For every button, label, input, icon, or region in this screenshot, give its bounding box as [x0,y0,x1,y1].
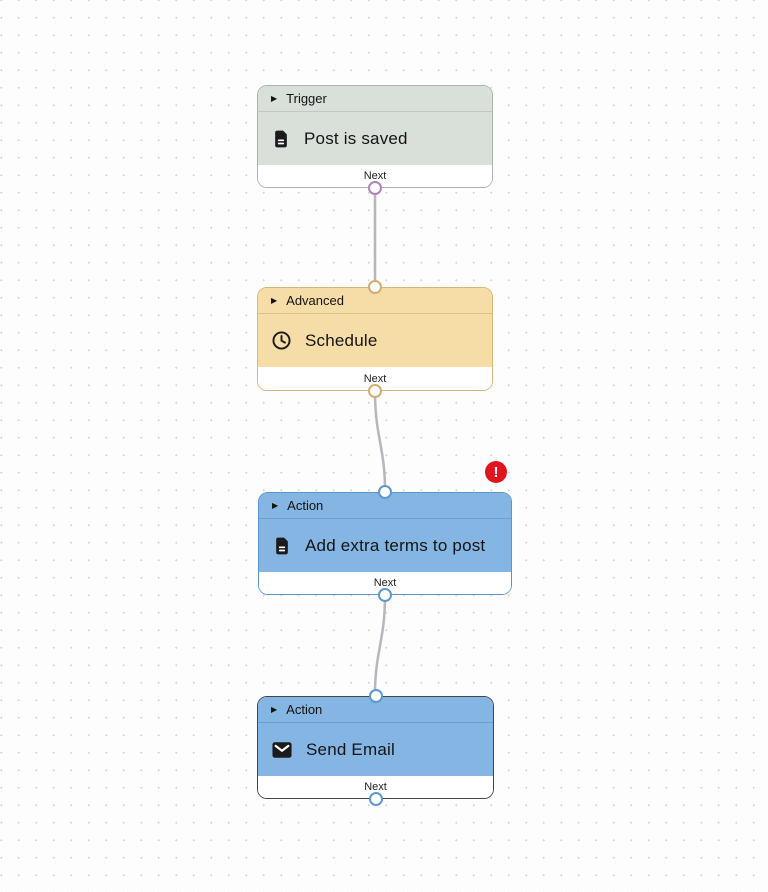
output-port[interactable] [368,384,382,398]
clock-icon [272,331,291,350]
input-port[interactable] [368,689,383,703]
error-glyph: ! [493,463,499,481]
node-trigger-post-is-saved[interactable]: ▶ Trigger Post is saved Next [257,85,493,195]
mail-icon [272,741,292,758]
output-port[interactable] [368,792,383,806]
node-header[interactable]: ▶ Advanced [258,288,492,314]
node-body: Post is saved [258,112,492,165]
node-title: Schedule [305,330,378,350]
node-header[interactable]: ▶ Trigger [258,86,492,112]
input-port[interactable] [378,485,392,499]
node-title: Add extra terms to post [305,535,486,555]
output-label: Next [373,577,397,589]
output-slot: Next [258,165,492,187]
node-action-send-email[interactable]: ▶ Action Send Email Next [257,689,494,806]
output-slot: Next [258,776,493,798]
collapse-arrow-icon[interactable]: ▶ [271,295,278,305]
output-label: Next [363,372,387,385]
node-category-label: Trigger [286,91,327,106]
node-action-add-extra-terms[interactable]: ▶ Action Add extra terms to post Next [258,485,512,602]
node-category-label: Action [286,702,323,717]
node-title: Send Email [306,739,395,759]
output-port[interactable] [378,588,392,602]
node-body: Schedule [258,314,492,367]
output-slot: Next [258,367,492,390]
output-slot: Next [259,572,511,594]
document-icon [276,537,288,554]
output-port[interactable] [368,181,382,195]
error-badge[interactable]: ! [485,461,507,483]
edge-action1-to-action2[interactable] [373,594,387,696]
collapse-arrow-icon[interactable]: ▶ [271,93,278,103]
document-icon [275,130,287,147]
node-category-label: Action [287,498,324,513]
output-label: Next [363,170,387,182]
node-title: Post is saved [304,128,408,148]
output-label: Next [364,781,387,793]
input-port[interactable] [368,280,382,294]
edge-advanced-to-action1[interactable] [373,390,387,492]
node-category-label: Advanced [286,293,344,308]
collapse-arrow-icon[interactable]: ▶ [272,500,279,510]
node-advanced-schedule[interactable]: ▶ Advanced Schedule Next [257,280,493,398]
collapse-arrow-icon[interactable]: ▶ [271,704,278,714]
node-body: Add extra terms to post [259,519,511,572]
node-body: Send Email [258,723,493,776]
